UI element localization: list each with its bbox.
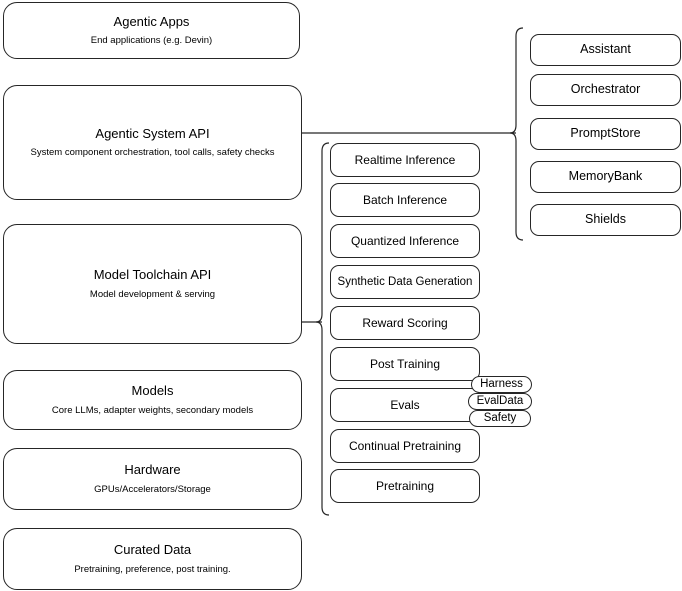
capability-quantized-inference[interactable]: Quantized Inference [330, 224, 480, 258]
capability-label: Post Training [369, 356, 441, 371]
layer-title: Curated Data [113, 542, 192, 558]
capability-label: Synthetic Data Generation [337, 275, 473, 288]
capability-post-training[interactable]: Post Training [330, 347, 480, 381]
layer-subtitle: Core LLMs, adapter weights, secondary mo… [51, 404, 254, 416]
system-component-label: Shields [585, 212, 626, 227]
eval-subcomponent-label: Safety [483, 412, 517, 425]
capability-realtime-inference[interactable]: Realtime Inference [330, 143, 480, 177]
layer-title: Agentic System API [95, 125, 210, 141]
capability-label: Realtime Inference [354, 152, 456, 167]
layer-agentic-apps[interactable]: Agentic Apps End applications (e.g. Devi… [3, 2, 300, 59]
layer-subtitle: End applications (e.g. Devin) [90, 35, 213, 47]
layer-models[interactable]: Models Core LLMs, adapter weights, secon… [3, 370, 302, 430]
capability-synthetic-data-generation[interactable]: Synthetic Data Generation [330, 265, 480, 299]
layer-curated-data[interactable]: Curated Data Pretraining, preference, po… [3, 528, 302, 590]
eval-subcomponent-label: EvalData [476, 395, 524, 408]
layer-model-toolchain-api[interactable]: Model Toolchain API Model development & … [3, 224, 302, 344]
capability-continual-pretraining[interactable]: Continual Pretraining [330, 429, 480, 463]
system-component-orchestrator[interactable]: Orchestrator [530, 74, 681, 106]
layer-subtitle: System component orchestration, tool cal… [30, 147, 275, 159]
capability-evals[interactable]: Evals [330, 388, 480, 422]
capability-label: Batch Inference [362, 192, 448, 207]
eval-subcomponent-label: Harness [480, 378, 523, 391]
layer-hardware[interactable]: Hardware GPUs/Accelerators/Storage [3, 448, 302, 510]
system-component-promptstore[interactable]: PromptStore [530, 118, 681, 150]
layer-agentic-system-api[interactable]: Agentic System API System component orch… [3, 85, 302, 200]
system-component-shields[interactable]: Shields [530, 204, 681, 236]
capability-reward-scoring[interactable]: Reward Scoring [330, 306, 480, 340]
system-component-memorybank[interactable]: MemoryBank [530, 161, 681, 193]
capability-pretraining[interactable]: Pretraining [330, 469, 480, 503]
layer-subtitle: Model development & serving [89, 288, 216, 300]
capability-label: Pretraining [375, 478, 435, 493]
eval-subcomponent-harness[interactable]: Harness [471, 376, 532, 393]
eval-subcomponent-safety[interactable]: Safety [469, 410, 531, 427]
system-component-assistant[interactable]: Assistant [530, 34, 681, 66]
bracket-toolchain-capabilities [315, 142, 330, 516]
capability-label: Continual Pretraining [348, 438, 462, 453]
layer-subtitle: GPUs/Accelerators/Storage [94, 483, 211, 495]
system-component-label: Assistant [580, 42, 631, 57]
capability-label: Quantized Inference [350, 233, 460, 248]
layer-title: Hardware [124, 462, 181, 478]
eval-subcomponent-evaldata[interactable]: EvalData [468, 393, 532, 410]
layer-title: Models [131, 383, 174, 399]
bracket-system-components [509, 27, 524, 241]
capability-batch-inference[interactable]: Batch Inference [330, 183, 480, 217]
layer-subtitle: Pretraining, preference, post training. [74, 563, 231, 575]
system-component-label: MemoryBank [568, 169, 643, 184]
layer-title: Agentic Apps [113, 13, 190, 29]
capability-label: Evals [390, 397, 420, 412]
capability-label: Reward Scoring [362, 315, 448, 330]
layer-title: Model Toolchain API [93, 267, 212, 283]
system-component-label: PromptStore [570, 126, 641, 141]
system-component-label: Orchestrator [570, 82, 641, 97]
